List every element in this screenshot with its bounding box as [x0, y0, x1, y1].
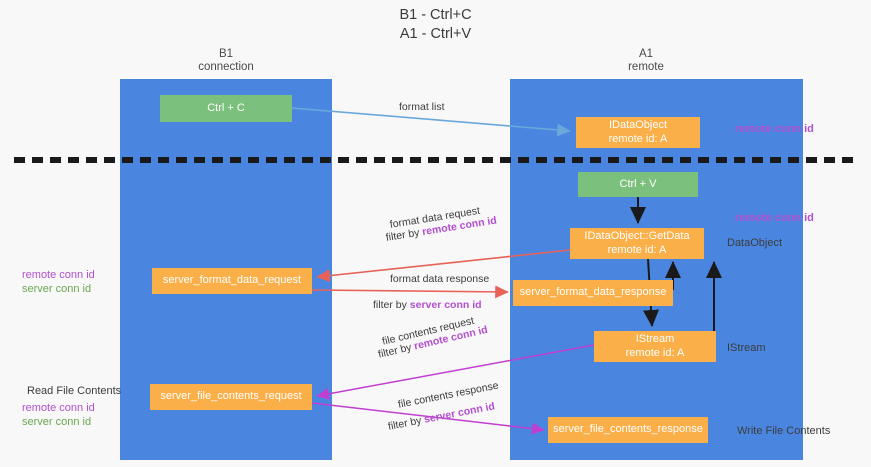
title-line-2: A1 - Ctrl+V — [399, 26, 472, 42]
node-idataobject[interactable]: IDataObject remote id: A — [576, 117, 700, 148]
annotation-remote-conn-id-mid: remote conn id — [735, 212, 814, 224]
lane-header-a1-subtitle: remote — [628, 61, 664, 73]
node-getdata-line2: remote id: A — [607, 243, 667, 256]
node-ctrl-v[interactable]: Ctrl + V — [578, 172, 698, 197]
annotation-remote-conn-id-top: remote conn id — [735, 123, 814, 135]
flow-label-format-list: format list — [399, 101, 445, 113]
node-ctrl-c[interactable]: Ctrl + C — [160, 95, 292, 122]
annotation-istream: IStream — [727, 342, 766, 354]
annotation-left-middle-server: server conn id — [22, 283, 92, 295]
node-server-format-data-request[interactable]: server_format_data_request — [152, 268, 312, 294]
node-idataobject-line1: IDataObject — [608, 119, 668, 131]
annotation-read-file-contents: Read File Contents — [27, 385, 122, 397]
annotation-left-bottom-server: server conn id — [22, 416, 92, 428]
lane-header-b1: B1 connection — [146, 48, 306, 74]
flow-label-fcresp-filter-prefix: filter by — [387, 413, 426, 433]
node-server-format-data-request-label: server_format_data_request — [162, 274, 302, 287]
node-idataobject-getdata[interactable]: IDataObject::GetData remote id: A — [570, 228, 704, 259]
node-server-format-data-response-label: server_format_data_response — [519, 286, 667, 299]
node-ctrl-v-label: Ctrl + V — [619, 177, 657, 190]
lane-header-a1-title: A1 — [638, 48, 654, 60]
node-server-file-contents-response[interactable]: server_file_contents_response — [548, 417, 708, 443]
flow-label-fdresp-filter-key: server conn id — [409, 299, 482, 311]
node-istream-line2: remote id: A — [625, 346, 685, 359]
node-idataobject-line2: remote id: A — [608, 132, 668, 145]
annotation-left-middle-remote: remote conn id — [22, 269, 95, 281]
arrow-format-data-response — [311, 285, 509, 299]
title-line-1: B1 - Ctrl+C — [399, 7, 472, 23]
page-title: B1 - Ctrl+C A1 - Ctrl+V — [0, 6, 871, 44]
node-ctrl-c-label: Ctrl + C — [207, 101, 245, 114]
flow-label-format-data-response: format data response — [390, 273, 490, 285]
flow-label-fdresp-filter-prefix: filter by — [373, 299, 410, 311]
lane-header-b1-title: B1 — [218, 48, 234, 60]
annotation-write-file-contents: Write File Contents — [737, 425, 831, 437]
annotation-dataobject: DataObject — [727, 237, 783, 249]
annotation-left-bottom-remote: remote conn id — [22, 402, 95, 414]
lane-header-a1: A1 remote — [566, 48, 726, 74]
node-server-format-data-response[interactable]: server_format_data_response — [513, 280, 673, 306]
node-server-file-contents-request-label: server_file_contents_request — [160, 390, 302, 403]
node-getdata-line1: IDataObject::GetData — [584, 230, 690, 242]
node-istream-line1: IStream — [635, 333, 675, 345]
flow-label-format-data-response-filter: filter by server conn id — [373, 299, 482, 312]
node-server-file-contents-response-label: server_file_contents_response — [553, 423, 703, 436]
annotation-left-bottom: remote conn id server conn id — [22, 401, 95, 429]
node-istream[interactable]: IStream remote id: A — [594, 331, 716, 362]
node-server-file-contents-request[interactable]: server_file_contents_request — [150, 384, 312, 410]
lane-header-b1-subtitle: connection — [198, 61, 254, 73]
annotation-left-middle: remote conn id server conn id — [22, 268, 95, 296]
